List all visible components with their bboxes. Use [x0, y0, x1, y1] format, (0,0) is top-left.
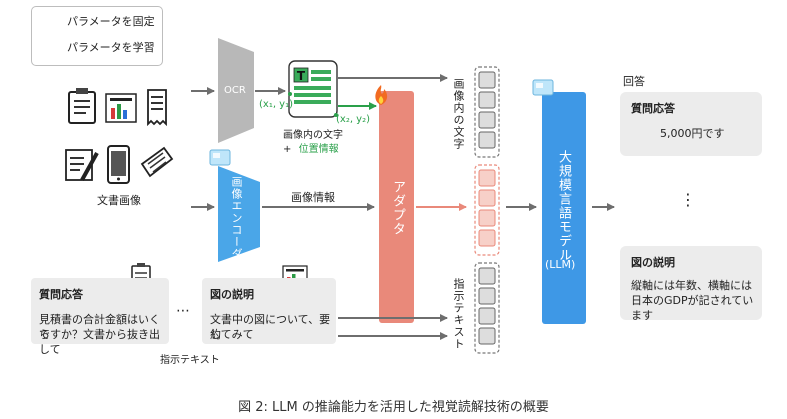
legend-frozen-label: パラメータを固定 — [67, 15, 155, 28]
ocr-block — [218, 38, 254, 143]
svg-text:T: T — [297, 69, 306, 83]
legend-frozen: パラメータを固定 — [40, 13, 155, 29]
coord-2: (x₂, y₂) — [336, 114, 371, 125]
smartphone-icon — [107, 145, 130, 184]
figure-caption: 図 2: LLM の推論能力を活用した視覚読解技術の概要 — [238, 400, 549, 415]
ice-cube-icon — [209, 149, 231, 166]
newspaper-icon — [140, 146, 174, 178]
bar-chart-icon — [105, 93, 137, 123]
document-images-label: 文書画像 — [97, 194, 141, 207]
ice-cube-icon — [532, 79, 554, 96]
image-info-label: 画像情報 — [291, 191, 335, 204]
flame-icon — [375, 85, 388, 105]
coord-1: (x₁, y₁) — [259, 99, 294, 110]
legend-trained-label: パラメータを学習 — [67, 41, 155, 54]
ocr-text-label: 画像内の文字 — [283, 130, 343, 141]
ocr-label: OCR — [224, 85, 246, 96]
answer-qa-title: 質問応答 — [631, 102, 675, 115]
answer-fig-line2: 日本のGDPが記されています — [631, 294, 754, 322]
adapter-block — [379, 91, 414, 323]
answer-header: 回答 — [623, 75, 645, 88]
instruction-tokens — [474, 262, 500, 354]
adapter-label: アダプタ — [390, 180, 405, 236]
instruction-token-label: 指示テキスト — [452, 278, 465, 350]
ocr-text-icon: T — [288, 60, 338, 118]
position-info-label: 位置情報 — [298, 144, 339, 155]
llm-label: 大規模言語モデル — [556, 150, 571, 262]
prompt-fig-title: 図の説明 — [210, 288, 254, 301]
llm-abbr: (LLM) — [545, 258, 576, 271]
prompt-box-fig: 図の説明 文書中の図について、要約 してみて — [202, 278, 336, 344]
prompt-fig-line1: 文書中の図について、要約 — [210, 313, 331, 341]
legend-trained: パラメータを学習 — [40, 39, 155, 55]
clipboard-icon — [68, 88, 96, 124]
answer-bubble-fig: 図の説明 縦軸には年数、横軸には 日本のGDPが記されています — [620, 246, 762, 322]
pen-document-icon — [65, 149, 99, 181]
legend: パラメータを固定 パラメータを学習 — [31, 6, 163, 66]
image-encoder-block — [218, 166, 260, 262]
receipt-icon — [147, 89, 167, 127]
ocr-position-line: + 位置情報 — [283, 140, 339, 155]
answer-fig-line1: 縦軸には年数、横軸には — [631, 279, 752, 292]
prompt-fig-line2: してみて — [210, 328, 254, 341]
image-text-tokens — [474, 66, 500, 158]
answer-fig-title: 図の説明 — [631, 256, 675, 269]
image-text-token-label: 画像内の文字 — [452, 78, 465, 150]
prompt-box-qa: 質問応答 見積書の合計金額はいくら ですか？文書から抜き出して — [31, 278, 169, 356]
plus-sign: + — [283, 144, 292, 155]
answer-ellipsis: ⋮ — [680, 190, 696, 209]
llm-block — [542, 92, 586, 324]
answer-bubble-qa: 質問応答 5,000円です — [620, 92, 762, 156]
prompt-bottom-label: 指示テキスト — [160, 355, 220, 366]
prompt-qa-line1: 見積書の合計金額はいくら — [39, 313, 160, 341]
image-encoder-label: 画像エンコーダ — [230, 176, 243, 260]
prompt-ellipsis: ⋯ — [176, 303, 190, 319]
answer-qa-text: 5,000円です — [660, 127, 725, 140]
prompt-qa-line2: ですか？文書から抜き出して — [39, 328, 160, 356]
prompt-qa-title: 質問応答 — [39, 288, 83, 301]
visual-tokens — [474, 164, 500, 256]
